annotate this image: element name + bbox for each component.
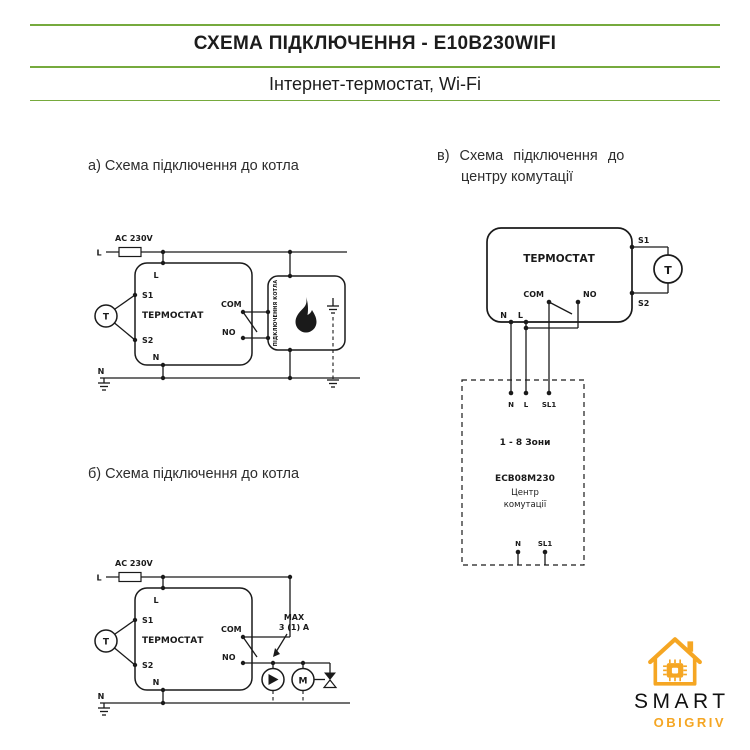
max-value-label: 3 (1) A <box>279 623 310 632</box>
smart-home-icon <box>648 637 702 686</box>
section-b-label: б) Схема підключення до котла <box>88 466 300 482</box>
junction-dots <box>508 244 635 555</box>
sensor-label-t: T <box>103 313 110 323</box>
ground-symbol-left <box>98 703 110 716</box>
pump-icon <box>261 667 285 692</box>
junction-dots <box>132 574 306 706</box>
terminal-label-com: COM <box>221 300 242 309</box>
sensor-circle <box>94 304 118 328</box>
motor-label: M <box>299 677 308 687</box>
section-a-label: а) Схема підключення до котла <box>88 158 299 174</box>
power-rails: AC 230V L N <box>96 234 360 379</box>
junction-dots <box>132 249 293 381</box>
relay-contact-lever <box>242 636 258 658</box>
terminal-label-s1: S1 <box>638 236 650 245</box>
boiler-connection-label: ПІДКЛЮЧЕННЯ КОТЛА <box>273 280 279 347</box>
model-label: ECB08M230 <box>495 474 555 484</box>
terminal-label-l: L <box>518 311 523 320</box>
arrow-icon <box>273 648 280 657</box>
ac-voltage-label: AC 230V <box>115 234 154 243</box>
section-v-label-line2: центру комутації <box>461 169 574 186</box>
centre-bottom-n: N <box>515 540 521 548</box>
temperature-sensor: T <box>94 294 136 341</box>
terminal-label-n: N <box>500 311 507 320</box>
boiler-unit: ПІДКЛЮЧЕННЯ КОТЛА <box>243 252 346 388</box>
section-v-label: в) Схема підключення до центру комутації <box>437 146 682 188</box>
thermostat-unit: ТЕРМОСТАТ S1 S2 N L COM NO <box>486 227 650 323</box>
ac-voltage-label: AC 230V <box>115 559 154 568</box>
terminal-label-no: NO <box>222 653 236 662</box>
terminal-label-s2: S2 <box>142 661 153 670</box>
header-divider-bottom <box>30 100 720 101</box>
zones-label: 1 - 8 Зони <box>500 438 551 448</box>
terminal-label-no: NO <box>222 328 236 337</box>
centre-name-line2: комутації <box>504 500 547 510</box>
thermostat-box <box>134 587 253 691</box>
logo-brand-sub: OBIGRIV <box>653 715 726 730</box>
logo-brand-name: SMART <box>634 690 730 713</box>
thermostat-box <box>134 262 253 366</box>
terminal-label-com: COM <box>221 625 242 634</box>
flame-icon <box>295 297 317 333</box>
fuse-icon <box>118 571 142 583</box>
thermostat-box <box>486 227 633 323</box>
down-wiring <box>510 302 579 393</box>
motor-icon: M <box>291 667 315 692</box>
valve-icon <box>314 672 338 689</box>
terminal-label-com: COM <box>523 290 544 299</box>
terminal-label-l: L <box>153 596 158 605</box>
page-title: СХЕМА ПІДКЛЮЧЕННЯ - E10B230WIFI <box>193 33 557 54</box>
diagram-switching-centre: ТЕРМОСТАТ S1 S2 N L COM NO T N L SL1 1 -… <box>461 227 683 566</box>
centre-bottom-sl1: SL1 <box>538 540 553 548</box>
terminal-label-s1: S1 <box>142 291 154 300</box>
terminal-label-no: NO <box>583 290 597 299</box>
centre-terminal-l: L <box>524 401 529 409</box>
temperature-sensor: T <box>632 246 683 294</box>
load-wiring <box>243 577 331 703</box>
max-label: MAX <box>284 613 305 622</box>
sensor-label-t: T <box>103 638 110 648</box>
thermostat-unit: ТЕРМОСТАТ L S1 S2 N COM NO <box>134 252 258 378</box>
thermostat-label: ТЕРМОСТАТ <box>523 253 595 265</box>
rail-label-l: L <box>96 249 101 258</box>
fuse-icon <box>118 246 142 258</box>
ground-symbol-left <box>98 378 110 391</box>
terminal-label-n: N <box>153 353 160 362</box>
diagram-boiler-connection-b: AC 230V L N ТЕРМОСТАТ L S1 S2 N COM NO T <box>94 559 350 716</box>
thermostat-label: ТЕРМОСТАТ <box>142 311 204 321</box>
max-rating-annotation: MAX 3 (1) A <box>273 613 310 657</box>
rail-label-n: N <box>98 367 105 376</box>
rail-label-l: L <box>96 574 101 583</box>
centre-name-line1: Центр <box>511 488 539 498</box>
centre-terminal-sl1: SL1 <box>542 401 557 409</box>
thermostat-label: ТЕРМОСТАТ <box>142 636 204 646</box>
terminal-label-s1: S1 <box>142 616 154 625</box>
switching-centre-box: N L SL1 1 - 8 Зони ECB08M230 Центр комут… <box>461 379 585 566</box>
ground-symbol-right <box>327 379 339 388</box>
relay-contact-lever <box>242 311 258 333</box>
diagram-boiler-connection-a: AC 230V L N ТЕРМОСТАТ L S1 S2 N COM NO T… <box>94 234 360 391</box>
sensor-label-t: T <box>664 264 672 277</box>
brand-logo: SMART OBIGRIV <box>634 632 726 730</box>
power-rails: AC 230V L N <box>96 559 350 704</box>
terminal-label-n: N <box>153 678 160 687</box>
thermostat-unit: ТЕРМОСТАТ L S1 S2 N COM NO <box>134 577 258 703</box>
header-divider-top <box>30 24 720 26</box>
section-v-label-line1: в) Схема підключення до <box>437 148 625 164</box>
relay-contact-lever <box>548 301 573 315</box>
centre-terminal-n: N <box>508 401 514 409</box>
terminal-label-s2: S2 <box>638 299 649 308</box>
temperature-sensor: T <box>94 619 136 666</box>
chip-icon <box>663 659 687 682</box>
terminal-label-l: L <box>153 271 158 280</box>
ground-symbol-boiler <box>327 298 339 314</box>
page-subtitle: Інтернет-термостат, Wi-Fi <box>269 74 481 94</box>
sensor-circle <box>653 254 683 284</box>
header-divider-middle <box>30 66 720 68</box>
sensor-circle <box>94 629 118 653</box>
rail-label-n: N <box>98 692 105 701</box>
terminal-label-s2: S2 <box>142 336 153 345</box>
